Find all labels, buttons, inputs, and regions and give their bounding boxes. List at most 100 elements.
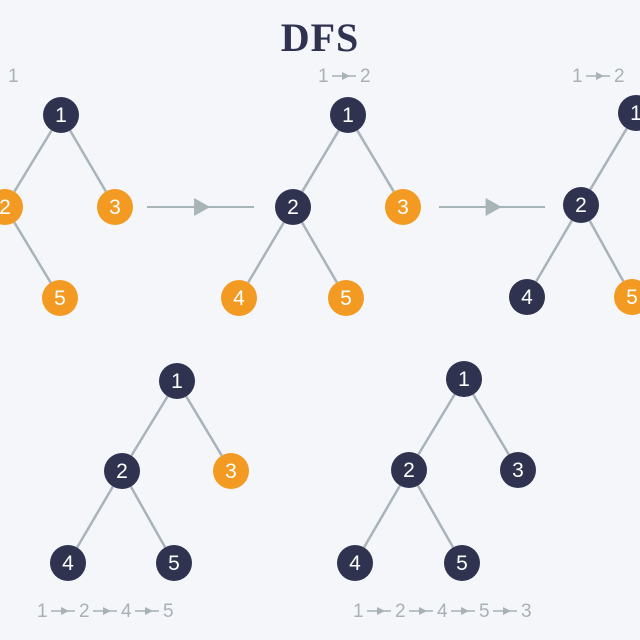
sequence-item: 1	[8, 66, 19, 87]
node-label: 1	[342, 104, 354, 127]
tree-edge-1-2	[13, 129, 53, 193]
node-label: 4	[521, 286, 533, 309]
sequence-arrow-icon	[377, 607, 385, 615]
node-circle	[500, 452, 536, 488]
tree-edge-2-4	[76, 485, 114, 549]
tree-node-1: 1	[446, 361, 482, 397]
node-label: 4	[62, 552, 74, 575]
sequence-arrow-icon	[461, 607, 469, 615]
node-label: 1	[171, 370, 183, 393]
sequence-item: 2	[360, 66, 371, 87]
sequence-item: 4	[437, 601, 448, 622]
tree-node-4: 4	[337, 545, 373, 581]
node-circle	[159, 363, 195, 399]
tree-edge-1-2	[589, 127, 628, 191]
node-label: 2	[575, 194, 587, 217]
tree-edge-1-2	[301, 129, 340, 193]
node-circle	[391, 452, 427, 488]
tree-node-4: 4	[221, 280, 257, 316]
sequence-item: 1	[353, 601, 364, 622]
sequence-arrow-icon	[103, 607, 111, 615]
node-circle	[509, 279, 545, 315]
node-circle	[97, 189, 133, 225]
node-circle	[446, 361, 482, 397]
node-label: 2	[287, 196, 299, 219]
node-circle	[156, 545, 192, 581]
sequence-item: 2	[79, 601, 90, 622]
tree-edge-1-2	[417, 393, 456, 456]
tree-edge-2-5	[129, 486, 167, 548]
tree-edge-2-5	[588, 220, 625, 282]
node-label: 1	[55, 104, 67, 127]
node-label: 5	[340, 287, 352, 310]
tree-node-4: 4	[509, 279, 545, 315]
node-label: 5	[168, 552, 180, 575]
node-label: 1	[458, 368, 470, 391]
node-circle	[330, 97, 366, 133]
tree-edge-2-5	[300, 221, 339, 284]
sequence-item: 4	[121, 601, 132, 622]
node-label: 2	[403, 459, 415, 482]
tree-node-2: 2	[391, 452, 427, 488]
sequence-arrow-icon	[503, 607, 511, 615]
node-circle	[444, 545, 480, 581]
tree-edge-1-3	[185, 395, 223, 457]
node-circle	[618, 95, 640, 131]
sequence-item: 1	[37, 601, 48, 622]
node-label: 4	[233, 287, 245, 310]
node-label: 4	[349, 552, 361, 575]
node-circle	[328, 280, 364, 316]
visit-sequence: 1	[8, 66, 19, 87]
node-circle	[614, 279, 640, 315]
sequence-arrow-icon	[61, 607, 69, 615]
page-title: DFS	[280, 15, 360, 60]
node-label: 2	[0, 196, 11, 219]
arrow-head-icon	[485, 198, 502, 216]
step-transition-arrow-1	[147, 198, 254, 216]
tree-edge-2-5	[416, 485, 455, 548]
tree-edge-2-5	[13, 221, 52, 284]
node-circle	[213, 453, 249, 489]
node-circle	[43, 97, 79, 133]
sequence-item: 5	[479, 601, 490, 622]
node-label: 3	[109, 196, 121, 219]
node-label: 3	[225, 460, 237, 483]
node-label: 2	[116, 460, 128, 483]
tree-node-4: 4	[50, 545, 86, 581]
tree-node-1: 1	[330, 97, 366, 133]
node-label: 5	[456, 552, 468, 575]
node-circle	[221, 280, 257, 316]
sequence-arrow-icon	[419, 607, 427, 615]
tree-node-5: 5	[328, 280, 364, 316]
tree-node-3: 3	[97, 189, 133, 225]
node-circle	[337, 545, 373, 581]
tree-edge-2-4	[535, 219, 573, 283]
tree-node-5: 5	[614, 279, 640, 315]
sequence-item: 2	[614, 66, 625, 87]
tree-edge-2-4	[362, 484, 402, 549]
tree-edge-1-3	[472, 393, 510, 456]
tree-node-5: 5	[156, 545, 192, 581]
node-circle	[0, 189, 23, 225]
tree-node-3: 3	[500, 452, 536, 488]
tree-edge-2-4	[247, 221, 285, 284]
node-circle	[104, 453, 140, 489]
tree-node-2: 2	[104, 453, 140, 489]
tree-node-3: 3	[213, 453, 249, 489]
sequence-item: 1	[318, 66, 329, 87]
node-circle	[50, 545, 86, 581]
node-circle	[275, 189, 311, 225]
tree-edge-1-3	[69, 129, 107, 193]
node-circle	[563, 187, 599, 223]
tree-node-2: 2	[275, 189, 311, 225]
node-label: 1	[630, 102, 640, 125]
tree-node-5: 5	[444, 545, 480, 581]
tree-node-2: 2	[563, 187, 599, 223]
